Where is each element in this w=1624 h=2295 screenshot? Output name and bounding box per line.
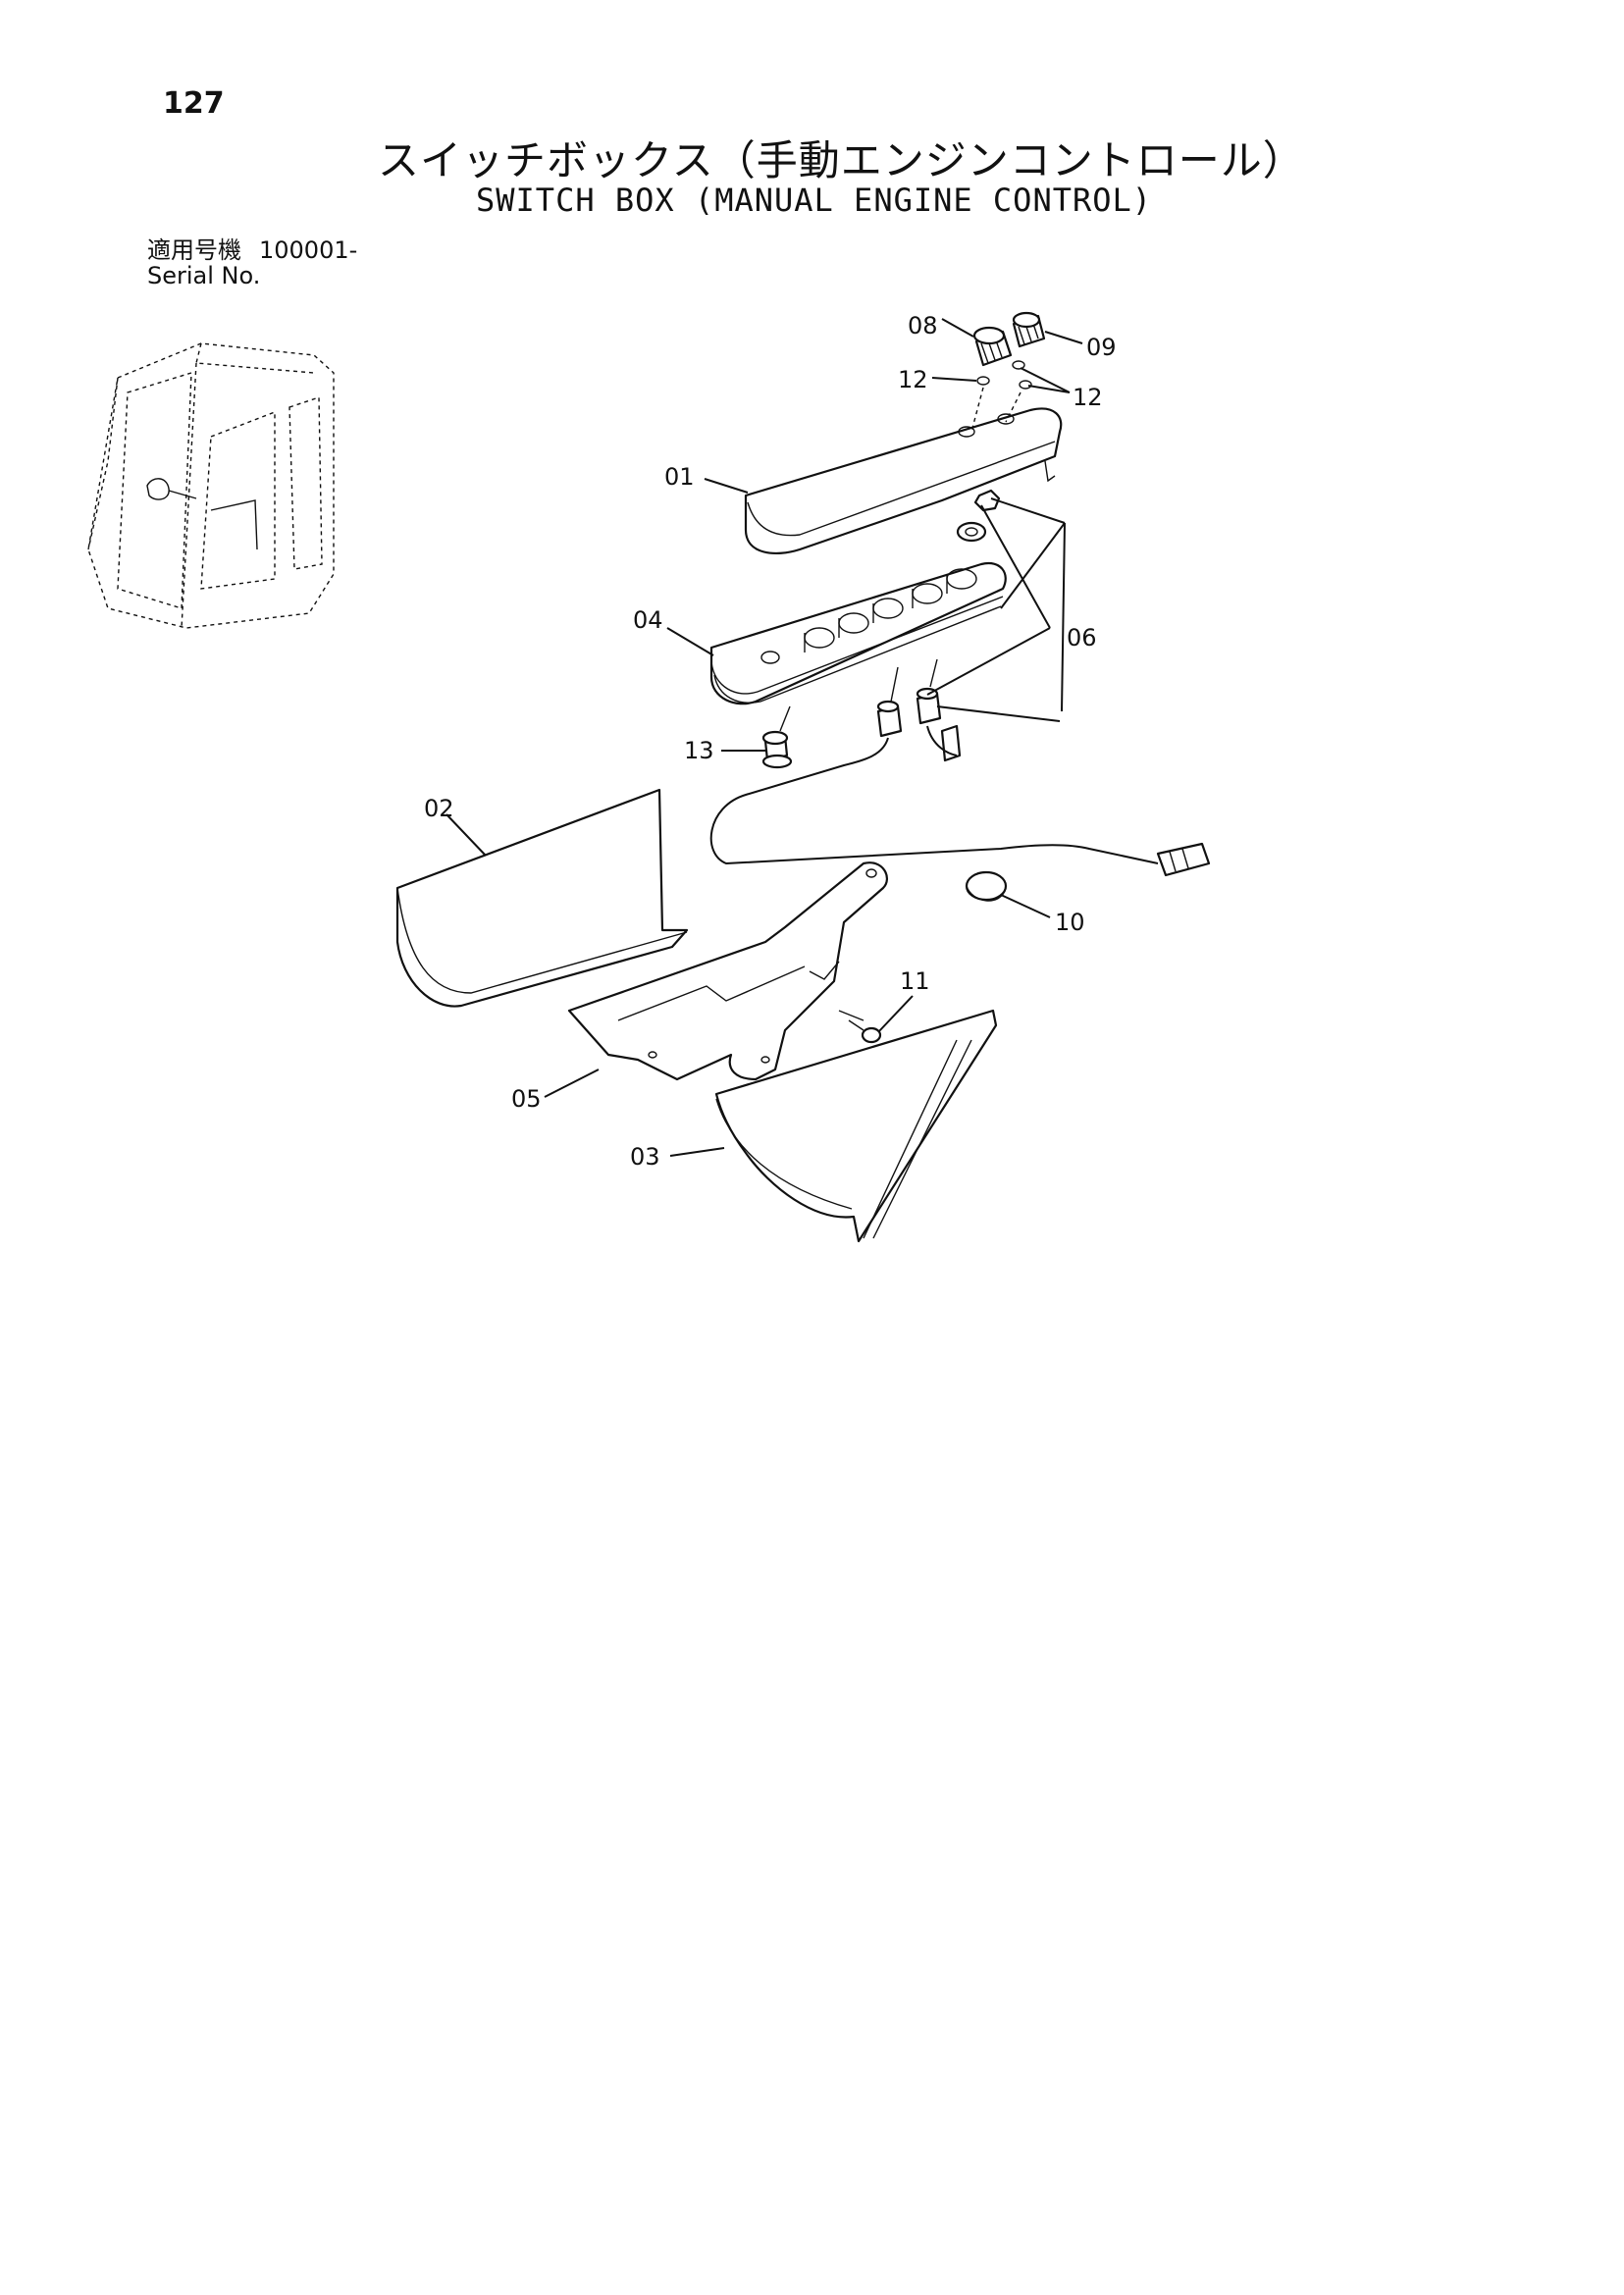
part-10-clip (965, 870, 1008, 902)
part-02-side-cover (395, 788, 689, 1008)
part-03-lower-cover (714, 1009, 998, 1243)
callout-03: 03 (630, 1143, 660, 1171)
part-04-switch-panel (709, 561, 1007, 705)
callout-05: 05 (511, 1085, 542, 1113)
serial-label-jp: 適用号機 (147, 236, 241, 264)
callout-13: 13 (684, 737, 714, 764)
part-12-washer-c (1019, 380, 1032, 390)
callout-10: 10 (1055, 909, 1085, 936)
serial-row-jp: 適用号機 100001- (147, 237, 357, 263)
part-13-grommet (761, 730, 793, 769)
serial-label-en: Serial No. (147, 262, 261, 289)
part-05-bracket (567, 861, 888, 1081)
leader-lines (445, 318, 1083, 1157)
part-11-screw (838, 1010, 882, 1044)
part-01-upper-cover (744, 407, 1063, 555)
serial-block: 適用号機 100001- Serial No. (147, 237, 357, 288)
part-09-knob (1012, 311, 1046, 348)
page-number: 127 (163, 86, 225, 121)
part-12-washer-a (976, 376, 990, 386)
callout-02: 02 (424, 795, 454, 822)
callout-04: 04 (633, 606, 663, 634)
callout-08: 08 (908, 312, 938, 339)
callout-09: 09 (1086, 334, 1117, 361)
title-japanese: スイッチボックス（手動エンジンコントロール） (378, 136, 1305, 184)
cab-locator-icon (87, 342, 335, 629)
title-english: SWITCH BOX (MANUAL ENGINE CONTROL) (476, 182, 1153, 219)
serial-value: 100001- (259, 236, 358, 264)
callout-01: 01 (664, 463, 695, 491)
callout-11: 11 (900, 967, 930, 995)
part-08-knob (972, 326, 1013, 367)
callout-12-right: 12 (1073, 384, 1103, 411)
callout-06: 06 (1067, 624, 1097, 652)
callout-12-left: 12 (898, 366, 928, 393)
part-12-washer-b (1012, 360, 1025, 370)
